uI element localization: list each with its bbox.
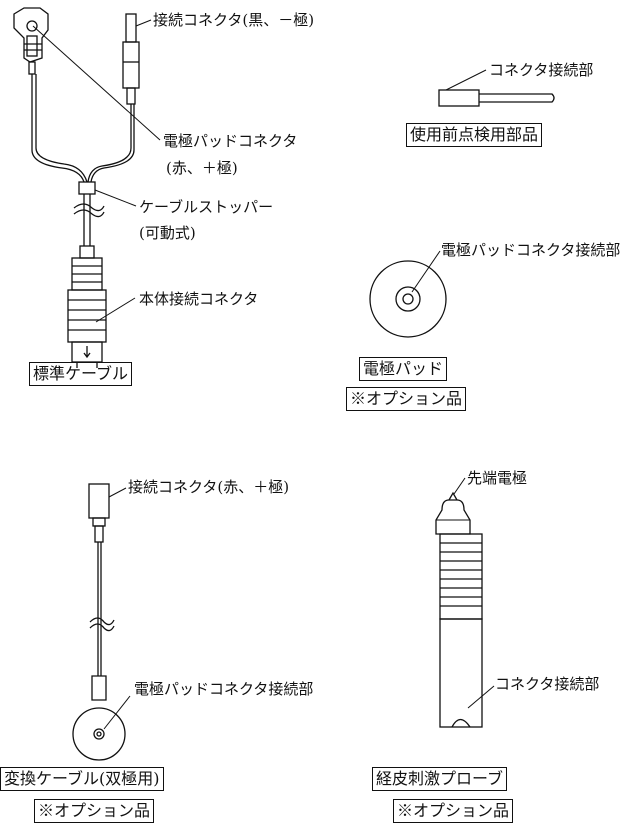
probe-title: 経皮刺激プローブ bbox=[372, 767, 508, 791]
probe-connector-label: コネクタ接続部 bbox=[495, 675, 600, 693]
cable-stopper-movable-label: (可動式) bbox=[139, 224, 196, 242]
check-part-drawing bbox=[438, 69, 555, 107]
pad-connector-label: 電極パッドコネクタ bbox=[163, 132, 298, 150]
conversion-cable-option-note: ※オプション品 bbox=[34, 799, 155, 823]
electrode-pad-option-note: ※オプション品 bbox=[346, 387, 467, 411]
standard-cable-drawing bbox=[13, 7, 161, 368]
conversion-connector-label: 接続コネクタ(赤、＋極) bbox=[128, 478, 290, 496]
body-connector-label: 本体接続コネクタ bbox=[139, 290, 259, 308]
black-connector bbox=[122, 13, 140, 105]
pad-connector-polarity-label: (赤、＋極) bbox=[166, 159, 238, 177]
conversion-pad-connector-label: 電極パッドコネクタ接続部 bbox=[134, 680, 314, 698]
probe-option-note: ※オプション品 bbox=[393, 799, 514, 823]
check-part-connector-label: コネクタ接続部 bbox=[489, 61, 594, 79]
connector-black-label: 接続コネクタ(黒、－極) bbox=[153, 11, 315, 29]
body-connector bbox=[67, 245, 107, 368]
cable-stopper bbox=[78, 181, 96, 195]
cable-stopper-label: ケーブルストッパー bbox=[139, 198, 274, 216]
conversion-cable-drawing bbox=[72, 483, 131, 761]
standard-cable-title: 標準ケーブル bbox=[29, 362, 133, 386]
conversion-cable-title: 変換ケーブル(双極用) bbox=[0, 767, 164, 791]
check-part-title: 使用前点検用部品 bbox=[406, 123, 543, 147]
probe-drawing bbox=[435, 477, 495, 728]
electrode-pad-connector-label: 電極パッドコネクタ接続部 bbox=[441, 241, 621, 259]
electrode-pad-title: 電極パッド bbox=[359, 357, 448, 381]
electrode-pad-drawing bbox=[369, 250, 447, 338]
red-clip-connector bbox=[13, 7, 49, 75]
probe-tip-label: 先端電極 bbox=[467, 469, 528, 487]
